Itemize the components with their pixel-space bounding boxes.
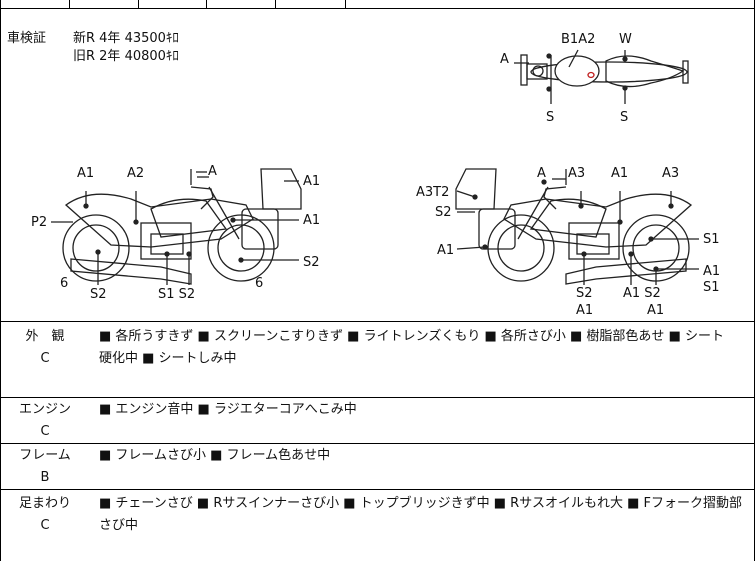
right-view-label: S1 bbox=[703, 280, 720, 295]
right-view-label: S1 bbox=[703, 232, 720, 247]
left-view-label: 6 bbox=[60, 276, 68, 291]
new-registration-mileage: 新R 4年 43500ｷﾛ bbox=[73, 31, 179, 46]
right-view-label: A1 S2 bbox=[623, 286, 661, 301]
category-name: 足まわり bbox=[18, 496, 71, 511]
notes-line: ■ エンジン音中 ■ ラジエターコアへこみ中 bbox=[99, 402, 357, 417]
top-view-label-w: W bbox=[619, 32, 632, 47]
motorcycle-diagrams: A B1A2 W S S bbox=[31, 32, 720, 318]
old-registration-mileage: 旧R 2年 40800ｷﾛ bbox=[73, 49, 179, 64]
category-name: エンジン bbox=[18, 402, 71, 417]
notes-line: ■ 各所うすきず ■ スクリーンこすりきず ■ ライトレンズくもり ■ 各所さび… bbox=[99, 329, 724, 344]
notes-line: 硬化中 ■ シートしみ中 bbox=[99, 351, 237, 366]
condition-notes: ■ チェーンさび ■ Rサスインナーさび小 ■ トップブリッジきず中 ■ Rサス… bbox=[99, 493, 746, 537]
left-view-label: A1 bbox=[303, 174, 320, 189]
strip-divider bbox=[275, 0, 276, 9]
top-view-label-a: A bbox=[500, 52, 509, 67]
left-view-label: 6 bbox=[255, 276, 263, 291]
damage-diagram-panel: 車検証 新R 4年 43500ｷﾛ 旧R 2年 40800ｷﾛ bbox=[1, 9, 755, 322]
motorcycle-left-view bbox=[51, 168, 302, 285]
strip-divider bbox=[138, 0, 139, 9]
category-name: フレーム bbox=[19, 448, 71, 463]
right-view-label: S2 bbox=[435, 205, 452, 220]
condition-category: 足まわり C bbox=[1, 493, 89, 537]
right-view-label: A1 bbox=[437, 243, 454, 258]
condition-category: エンジン C bbox=[1, 399, 89, 443]
category-grade: C bbox=[40, 351, 50, 366]
left-view-label: S2 bbox=[90, 287, 107, 302]
condition-category: 外 観 C bbox=[1, 326, 89, 370]
condition-row-suspension: 足まわり C ■ チェーンさび ■ Rサスインナーさび小 ■ トップブリッジきず… bbox=[1, 490, 755, 561]
motorcycle-top-view bbox=[514, 49, 689, 104]
right-view-label: A3 bbox=[568, 166, 585, 181]
condition-notes: ■ フレームさび小 ■ フレーム色あせ中 bbox=[99, 445, 746, 467]
category-name: 外 観 bbox=[25, 329, 65, 344]
category-grade: B bbox=[40, 470, 50, 485]
motorcycle-right-view bbox=[455, 168, 699, 285]
condition-row-exterior: 外 観 C ■ 各所うすきず ■ スクリーンこすりきず ■ ライトレンズくもり … bbox=[1, 322, 755, 398]
right-view-label: A3 bbox=[662, 166, 679, 181]
top-view-label-s: S bbox=[620, 110, 628, 125]
condition-notes: ■ 各所うすきず ■ スクリーンこすりきず ■ ライトレンズくもり ■ 各所さび… bbox=[99, 326, 746, 370]
right-view-label: A3T2 bbox=[416, 185, 449, 200]
left-view-label: A1 bbox=[77, 166, 94, 181]
left-view-label: A2 bbox=[127, 166, 144, 181]
right-view-label: A1 bbox=[647, 303, 664, 318]
right-view-label: A1 bbox=[611, 166, 628, 181]
category-grade: C bbox=[40, 424, 50, 439]
left-view-label: A bbox=[208, 164, 217, 179]
inspection-label: 車検証 bbox=[7, 31, 47, 46]
top-view-label-b1a2: B1A2 bbox=[561, 32, 595, 47]
condition-row-engine: エンジン C ■ エンジン音中 ■ ラジエターコアへこみ中 bbox=[1, 398, 755, 444]
notes-line: ■ フレームさび小 ■ フレーム色あせ中 bbox=[99, 448, 331, 463]
notes-line: ■ チェーンさび ■ Rサスインナーさび小 ■ トップブリッジきず中 ■ Rサス… bbox=[99, 496, 742, 511]
notes-line: さび中 bbox=[99, 518, 139, 533]
condition-row-frame: フレーム B ■ フレームさび小 ■ フレーム色あせ中 bbox=[1, 444, 755, 490]
category-grade: C bbox=[40, 518, 50, 533]
top-view-label-s: S bbox=[546, 110, 554, 125]
condition-notes: ■ エンジン音中 ■ ラジエターコアへこみ中 bbox=[99, 399, 746, 421]
right-view-label: A bbox=[537, 166, 546, 181]
right-view-label: A1 bbox=[576, 303, 593, 318]
condition-category: フレーム B bbox=[1, 445, 89, 489]
left-view-label: P2 bbox=[31, 215, 47, 230]
left-view-label: S2 bbox=[303, 255, 320, 270]
left-view-label: A1 bbox=[303, 213, 320, 228]
top-table-strip bbox=[1, 0, 755, 9]
strip-divider bbox=[206, 0, 207, 9]
right-view-label: A1 bbox=[703, 264, 720, 279]
right-view-label: S2 bbox=[576, 286, 593, 301]
left-view-label: S1 S2 bbox=[158, 287, 195, 302]
strip-divider bbox=[69, 0, 70, 9]
strip-divider bbox=[345, 0, 346, 9]
